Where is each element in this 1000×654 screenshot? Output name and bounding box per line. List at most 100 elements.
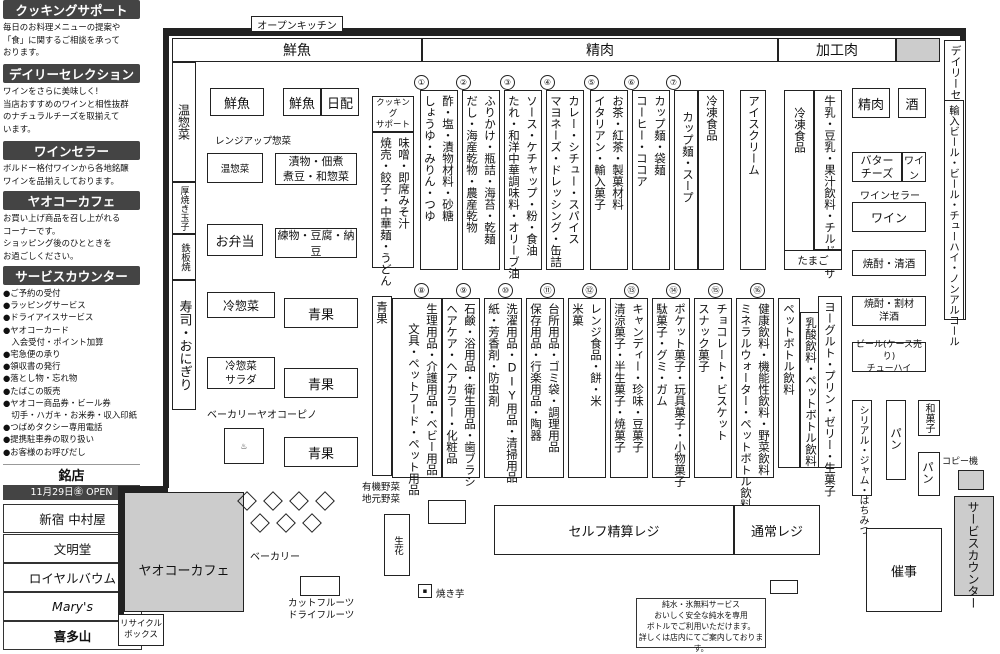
bakery-pino-icon: ♨ xyxy=(224,428,264,464)
cafe-table xyxy=(276,513,296,533)
service-item: ●ご予約の受付 xyxy=(3,288,61,298)
warm-deli-small: 温惣菜 xyxy=(207,153,263,183)
produce-box-1: 青果 xyxy=(284,298,358,328)
service-counter-heading: サービスカウンター xyxy=(3,266,140,285)
eggs-box: たまご xyxy=(784,250,842,270)
yaoko-cafe-label: ヤオコーカフェ xyxy=(138,564,230,579)
range-up-label: レンジアップ惣菜 xyxy=(215,136,292,147)
service-item: ●宅急便の承り xyxy=(3,349,61,360)
teppanyaki: 鉄板焼 xyxy=(172,234,196,280)
yakiimo-stand: ▪ xyxy=(418,584,432,598)
aisle-number-12: ⑫ xyxy=(582,283,597,298)
corner-block xyxy=(896,38,940,62)
service-item: ●ヤオコー商品券・ビール券 xyxy=(3,397,111,408)
cooking-support-heading: クッキングサポート xyxy=(3,0,140,19)
service-item: ●落とし物・忘れ物 xyxy=(3,373,78,384)
service-item: 入会受付・ポイント加算 xyxy=(3,336,104,347)
yaoko-cafe-heading: ヤオコーカフェ xyxy=(3,191,140,210)
store-wall-top xyxy=(163,28,960,36)
aisle-number-16: ⑯ xyxy=(750,283,765,298)
aisle-number-13: ⑬ xyxy=(624,283,639,298)
processed-meat-counter: 加工肉 xyxy=(778,38,896,62)
aisle-9-shelf: 石鹸・浴用品・衛生用品・歯ブラシ ヘアケア・ヘアカラー・化粧品 xyxy=(442,298,480,487)
aisle-number-15: ⑮ xyxy=(708,283,723,298)
copy-machine xyxy=(958,470,984,490)
bread-shelf-2: パン xyxy=(918,452,940,496)
cut-fruit-stand xyxy=(300,576,340,596)
aisle-15-shelf: スナック菓子 チョコレート・ビスケット xyxy=(694,298,732,478)
aisle-13-shelf: キャンディー・珍味・豆菓子 清涼菓子・半生菓子・焼菓子 xyxy=(610,298,648,478)
service-item: ●領収書の発行 xyxy=(3,361,61,372)
fish-counter: 鮮魚 xyxy=(172,38,422,62)
service-item: ●提携駐車券の取り扱い xyxy=(3,434,95,445)
aisle-number-10: ⑩ xyxy=(498,283,513,298)
daily-goods-box: 日配 xyxy=(321,88,359,116)
cereal-shelf: シリアル・ジャム・はちみつ xyxy=(852,400,872,535)
wagashi-shelf: 和菓子 xyxy=(918,400,940,436)
aisle-6-shelf: カップ麺・袋麺 コーヒー・ココア xyxy=(632,90,670,270)
service-item: ●ヤオコーカード xyxy=(3,324,69,335)
wine-cellar-heading: ワインセラー xyxy=(3,141,140,160)
wine-box-small: ワイン xyxy=(902,152,926,182)
bread-shelf-1: パン xyxy=(886,400,906,480)
shochu-western-box: 焼酎・割材洋酒 xyxy=(852,296,926,326)
store-wall-left xyxy=(163,28,169,488)
cafe-table xyxy=(263,491,283,511)
service-item: ●お客様のお呼びだし xyxy=(3,446,86,457)
aisle-number-1: ① xyxy=(414,75,429,90)
bakery-yaokopino-label: ベーカリーヤオコーピノ xyxy=(207,410,317,421)
event-space: 催事 xyxy=(866,528,942,612)
cut-fruit-label: カットフルーツドライフルーツ xyxy=(288,598,355,621)
service-counter-area: サービスカウンター xyxy=(954,496,994,609)
produce-box-2: 青果 xyxy=(284,368,358,398)
aisle-1-shelf: 酢・塩・漬物材料・砂糖 しょうゆ・みりん・つゆ xyxy=(420,90,458,270)
aisle-number-2: ② xyxy=(456,75,471,90)
cafe-table xyxy=(302,513,322,533)
service-item: ●ドライアイスサービス xyxy=(3,312,94,323)
fish-box-1: 鮮魚 xyxy=(210,88,264,116)
aisle-7-shelf: カップ麺・スープ xyxy=(674,90,698,270)
meiten-heading: 銘店 xyxy=(3,464,140,484)
meat-counter: 精肉 xyxy=(422,38,778,62)
daily-selection-heading: デイリーセレクション xyxy=(3,64,140,83)
dairy-shelf: 牛乳・豆乳・果汁飲料・チルドピザ xyxy=(814,90,842,279)
organic-veg-label: 有機野菜地元野菜 xyxy=(362,482,401,505)
aisle-number-3: ③ xyxy=(500,75,515,90)
sushi-onigiri: 寿司・おにぎり xyxy=(172,280,196,410)
lactic-drinks-shelf: 乳酸飲料・ペットボトル飲料 xyxy=(800,312,822,468)
warm-deli: 温惣菜 xyxy=(172,62,196,182)
butter-cheese-box: バターチーズ xyxy=(852,152,902,182)
sake-box: 酒 xyxy=(898,88,926,118)
fish-box-2: 鮮魚 xyxy=(283,88,321,116)
aisle-11-shelf: 台所用品・ゴミ袋・調理用品 保存用品・行楽用品・陶器 xyxy=(526,298,564,478)
yakiimo-label: 焼き芋 xyxy=(436,589,465,600)
frozen-food-shelf-2: 冷凍食品 xyxy=(784,90,814,270)
yaoko-cafe-text: お買い上げ商品を召し上がれるコーナーです。ショッピング後のひとときをお過ごしくだ… xyxy=(3,213,121,261)
daily-selection-text: ワインをさらに美味しく!当店おすすめのワインと相性抜群のナチュラルチーズを取揃え… xyxy=(3,86,129,134)
service-item: ●つばめタクシー専用電話 xyxy=(3,422,103,433)
water-dispenser xyxy=(770,580,798,594)
aisle-4-shelf: カレー・シチュー・スパイス マヨネーズ・ドレッシング・缶詰 xyxy=(546,90,584,270)
aisle-2-shelf: ふりかけ・瓶詰・海苔・乾麺 だし・海産乾物・農産乾物 xyxy=(462,90,500,270)
aisle-16-shelf: ミネラルウォーター・ペットボトル飲料 健康飲料・機能性飲料・野菜飲料 xyxy=(736,298,774,510)
produce-box-3: 青果 xyxy=(284,437,358,467)
cooking-support-box: クッキングサポート xyxy=(372,96,414,132)
service-list: ●ご予約の受付 ●ラッピングサービス ●ドライアイスサービス ●ヤオコーカード … xyxy=(3,287,143,458)
beer-case-box: ビール(ケース売り)チューハイ xyxy=(852,340,926,374)
self-checkout: セルフ精算レジ xyxy=(494,505,734,555)
aisle-number-5: ⑤ xyxy=(584,75,599,90)
cafe-table xyxy=(250,513,270,533)
service-item: ●たばこの販売 xyxy=(3,385,61,396)
pet-bottle-shelf: ペットボトル飲料 xyxy=(778,298,800,468)
aisle-number-8: ⑧ xyxy=(414,283,429,298)
service-item: 切手・ハガキ・お米券・収入印紙 xyxy=(3,410,137,421)
open-date-banner: 11月29日㊎ OPEN xyxy=(3,485,140,500)
wine-cellar-text: ボルドー格付ワインから各地銘醸ワインを品揃えしております。 xyxy=(3,163,129,186)
cooking-support-text: 毎日のお料理メニューの提案や「食」に関するご相談を承っております。 xyxy=(3,22,121,58)
aisle-8-shelf: 生理用品・介護用品・ベビー用品 文具・ペットフード・ペット用品 xyxy=(392,298,442,496)
aisle-number-4: ④ xyxy=(540,75,555,90)
aisle-number-14: ⑭ xyxy=(666,283,681,298)
aisle-3-shelf: ソース・ケチャップ・粉・食油 たれ・和洋中華調味料・オリーブ油 xyxy=(504,90,542,279)
water-service-note: 純水・氷無料サービスおいしく安全な純水を専用ボトルでご利用いただけます。詳しくは… xyxy=(636,598,766,653)
copy-machine-label: コピー機 xyxy=(942,457,979,467)
